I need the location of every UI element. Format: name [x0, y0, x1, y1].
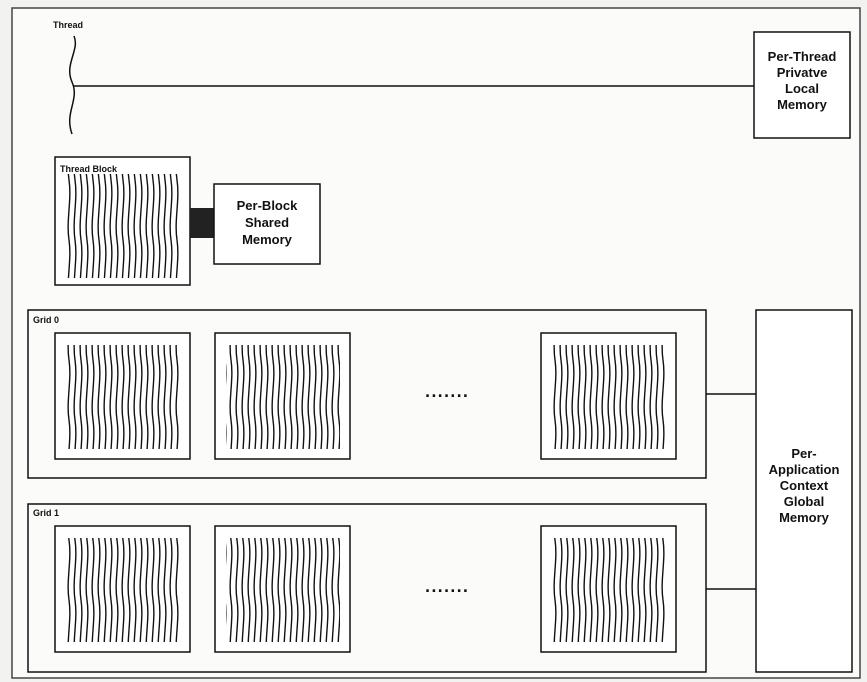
global-memory-line-4: Global: [784, 494, 824, 509]
local-memory-line-3: Local: [785, 81, 819, 96]
grid-1-block-threads: [66, 538, 180, 642]
global-memory-line-5: Memory: [779, 510, 830, 525]
grid-1-label: Grid 1: [33, 508, 59, 518]
grid-1-block-threads: [226, 538, 340, 642]
global-memory-line-3: Context: [780, 478, 829, 493]
shared-memory-line-1: Per-Block: [237, 198, 298, 213]
local-memory-line-4: Memory: [777, 97, 828, 112]
grid-1-block-threads: [552, 538, 666, 642]
local-memory-line-2: Privatve: [777, 65, 828, 80]
thread-block-label: Thread Block: [60, 164, 118, 174]
block-to-shared-connector: [190, 208, 214, 238]
thread-label: Thread: [53, 20, 83, 30]
thread-block-threads: [66, 174, 180, 278]
grid-0-block-threads: [226, 345, 340, 449]
grid-0-ellipsis: .......: [425, 385, 469, 401]
grid-0-label: Grid 0: [33, 315, 59, 325]
shared-memory-line-3: Memory: [242, 232, 293, 247]
local-memory-line-1: Per-Thread: [768, 49, 837, 64]
grid-1-ellipsis: .......: [425, 580, 469, 596]
grid-0-block-threads: [552, 345, 666, 449]
global-memory-line-1: Per-: [791, 446, 816, 461]
grid-0-block-threads: [66, 345, 180, 449]
global-memory-line-2: Application: [769, 462, 840, 477]
shared-memory-line-2: Shared: [245, 215, 289, 230]
